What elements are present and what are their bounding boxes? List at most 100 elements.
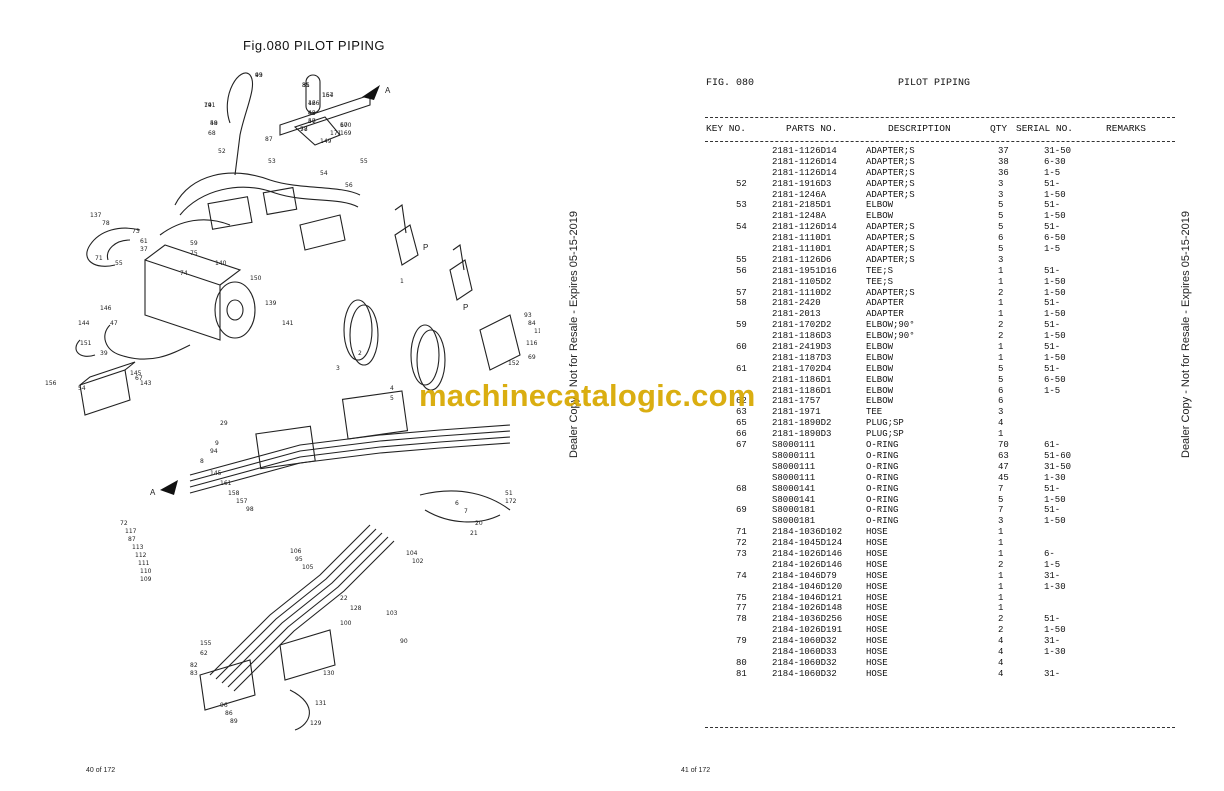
serial-no-cell: 51-: [1044, 483, 1061, 494]
qty-cell: 1: [998, 581, 1004, 592]
parts-no-cell: 2181-1702D2: [772, 320, 832, 331]
qty-cell: 5: [998, 494, 1004, 505]
part-callout: 42: [308, 100, 316, 107]
qty-cell: 3: [998, 178, 1004, 189]
part-callout: 56: [345, 182, 353, 189]
part-callout: 99: [255, 72, 263, 79]
key-no-cell: 53: [736, 200, 747, 211]
part-callout: 137: [90, 212, 102, 219]
description-cell: TEE: [866, 407, 883, 418]
part-callout: 69: [528, 354, 536, 361]
part-callout: 59: [190, 240, 198, 247]
key-no-cell: 78: [736, 614, 747, 625]
part-callout: 8: [200, 458, 204, 465]
qty-cell: 1: [998, 527, 1004, 538]
table-header-rule: [705, 141, 1175, 142]
key-no-cell: 52: [736, 178, 747, 189]
part-callout: 29: [220, 420, 228, 427]
part-callout: 82: [190, 662, 198, 669]
key-no-cell: 57: [736, 287, 747, 298]
part-callout: 5: [390, 395, 394, 402]
qty-cell: 5: [998, 363, 1004, 374]
part-callout: 67: [135, 375, 143, 382]
part-callout: 57: [308, 118, 316, 125]
table-top-rule: [705, 117, 1175, 118]
qty-cell: 47: [998, 461, 1009, 472]
parts-no-cell: 2181-1702D4: [772, 363, 832, 374]
description-cell: ADAPTER;S: [866, 222, 915, 233]
part-callout: 149: [320, 138, 332, 145]
part-callout: 158: [228, 490, 240, 497]
part-callout: 72: [120, 520, 128, 527]
part-callout: 40: [308, 118, 316, 125]
parts-no-cell: 2184-1046D121: [772, 592, 843, 603]
parts-no-cell: 2184-1060D32: [772, 636, 837, 647]
key-no-cell: 79: [736, 636, 747, 647]
description-cell: ADAPTER: [866, 309, 904, 320]
part-callout: 9: [215, 440, 219, 447]
key-no-cell: 81: [736, 668, 747, 679]
serial-no-cell: 51-: [1044, 363, 1061, 374]
part-callout: 74: [180, 270, 188, 277]
description-cell: ADAPTER;S: [866, 287, 915, 298]
part-callout: 169: [340, 130, 352, 137]
part-callout: 140: [215, 260, 227, 267]
part-callout: 143: [140, 380, 152, 387]
description-cell: O-RING: [866, 450, 899, 461]
description-cell: ELBOW: [866, 374, 894, 385]
part-callout: 1: [400, 278, 404, 285]
part-callout: 172: [505, 498, 517, 505]
part-callout: 68: [208, 130, 216, 137]
part-callout: 59: [210, 120, 218, 127]
parts-no-cell: 2181-1890D2: [772, 418, 832, 429]
description-cell: PLUG;SP: [866, 429, 904, 440]
key-no-cell: 74: [736, 570, 747, 581]
view-label: A: [150, 488, 156, 497]
serial-no-cell: 1-50: [1044, 276, 1066, 287]
qty-cell: 1: [998, 298, 1004, 309]
qty-cell: 6: [998, 233, 1004, 244]
key-no-cell: 61: [736, 363, 747, 374]
part-callout: 90: [400, 638, 408, 645]
part-callout: 86: [225, 710, 233, 717]
qty-cell: 6: [998, 396, 1004, 407]
view-label: P: [423, 243, 428, 252]
part-callout: 130: [323, 670, 335, 677]
parts-no-cell: S8000141: [772, 494, 816, 505]
part-callout: 102: [412, 558, 424, 565]
qty-cell: 7: [998, 505, 1004, 516]
parts-no-cell: 2181-1971: [772, 407, 821, 418]
serial-no-cell: 1-50: [1044, 352, 1066, 363]
parts-no-cell: 2184-1060D33: [772, 646, 837, 657]
description-cell: ADAPTER;S: [866, 189, 915, 200]
part-callout: 22: [340, 595, 348, 602]
parts-no-cell: S8000111: [772, 461, 816, 472]
part-callout: 141: [282, 320, 294, 327]
page-number-right: 41 of 172: [681, 767, 711, 774]
parts-no-cell: 2181-1126D14: [772, 222, 837, 233]
parts-no-cell: 2181-1126D14: [772, 156, 837, 167]
parts-no-cell: 2181-1186D1: [772, 385, 832, 396]
serial-no-cell: 51-: [1044, 265, 1061, 276]
description-cell: ELBOW: [866, 385, 894, 396]
serial-no-cell: 51-60: [1044, 450, 1072, 461]
part-callout: 98: [246, 506, 254, 513]
qty-cell: 3: [998, 516, 1004, 527]
serial-no-cell: 1-50: [1044, 309, 1066, 320]
part-callout: 62: [200, 650, 208, 657]
serial-no-cell: 31-: [1044, 636, 1061, 647]
description-cell: HOSE: [866, 592, 888, 603]
parts-no-cell: 2181-1110D1: [772, 233, 832, 244]
part-callout: 105: [302, 564, 314, 571]
part-callout: 95: [295, 556, 303, 563]
parts-no-cell: 2181-1126D14: [772, 167, 837, 178]
serial-no-cell: 31-50: [1044, 461, 1072, 472]
qty-cell: 4: [998, 646, 1004, 657]
qty-cell: 4: [998, 668, 1004, 679]
part-callout: 111: [138, 560, 150, 567]
parts-no-cell: S8000181: [772, 505, 816, 516]
description-cell: HOSE: [866, 646, 888, 657]
serial-no-cell: 1-50: [1044, 516, 1066, 527]
qty-cell: 4: [998, 636, 1004, 647]
qty-cell: 1: [998, 429, 1004, 440]
